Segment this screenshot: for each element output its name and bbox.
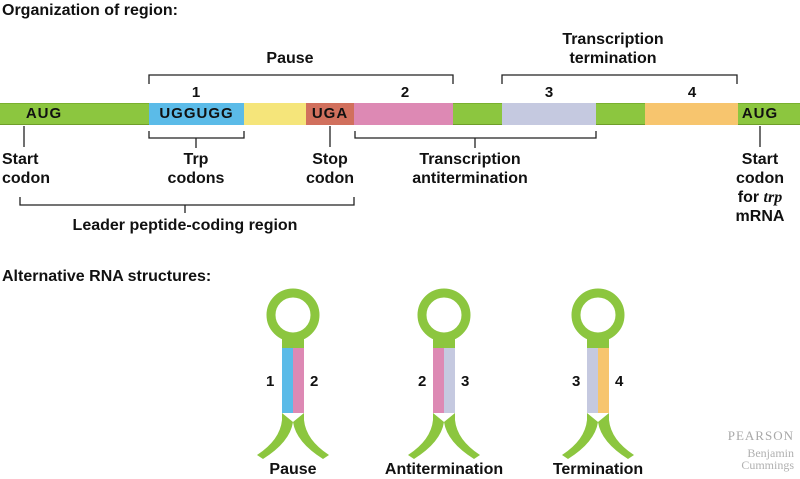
publisher-line-2: Benjamin [747,446,794,460]
termination-left-number: 3 [572,373,581,390]
pause-structure [257,288,329,459]
pause-label: Pause [266,50,314,67]
ugg-label: UGGUGG [159,105,234,122]
antitermination-right-number: 3 [461,373,470,390]
pause-bracket [148,74,454,84]
start-codon-trp-line-2: codon [736,170,784,187]
publisher-name: PEARSON [727,428,794,443]
for-text: for [737,189,764,206]
start-codon-trp-line-3: for trp [724,188,796,207]
leader-peptide-bracket [19,197,355,213]
region-number-4: 4 [687,84,697,101]
start-codon-line-2: codon [2,170,50,187]
start-codon-trp-line-1: Start [741,151,779,168]
pause-left-number: 1 [266,373,275,390]
pause-right-number: 2 [310,373,319,390]
trp-codons-segment [149,103,244,125]
spacer-segment [244,103,306,125]
start-codon-label: Start codon [0,150,50,188]
stop-codon-segment [306,103,354,125]
publisher-line-3: Cummings [741,458,794,472]
publisher-logo: PEARSON Benjamin Cummings [718,428,794,471]
trp-codons-line-2: codons [167,170,225,187]
antitermination-structure [408,288,480,459]
start-codon-line-1: Start [2,151,39,168]
antitermination-bracket [354,131,597,148]
termination-line-1: Transcription [562,31,664,48]
antitermination-line-2: antitermination [412,170,528,187]
aug-left-label: AUG [25,105,63,122]
region-number-3: 3 [544,84,554,101]
region-number-1: 1 [191,84,201,101]
antitermination-structure-label: Antitermination [384,461,504,478]
stop-codon-line-2: codon [306,170,354,187]
stop-codon-label: Stop codon [298,150,362,188]
aug-right-label: AUG [741,105,779,122]
termination-right-number: 4 [615,373,624,390]
transcription-antitermination-label: Transcription antitermination [400,150,540,188]
termination-line-2: termination [569,50,657,67]
termination-structure-label: Termination [552,461,644,478]
trp-codons-line-1: Trp [183,151,209,168]
antitermination-line-1: Transcription [419,151,521,168]
transcription-termination-label: Transcription termination [553,30,673,68]
pause-structure-label: Pause [269,461,317,478]
termination-bracket [501,74,738,84]
region-2-segment [354,103,453,125]
alternative-structures-heading: Alternative RNA structures: [2,268,212,285]
trp-italic-text: trp [763,189,783,206]
region-4-segment [645,103,738,125]
start-codon-trp-line-4: mRNA [735,208,785,225]
region-3-segment [502,103,596,125]
start-codon-trp-label: Start codon for trp mRNA [724,150,796,226]
stop-codon-line-1: Stop [312,151,348,168]
uga-label: UGA [311,105,349,122]
antitermination-left-number: 2 [418,373,427,390]
organization-heading: Organization of region: [2,2,178,19]
trp-codons-bracket [148,131,245,148]
leader-peptide-label: Leader peptide-coding region [72,217,298,234]
termination-structure [562,288,634,459]
trp-codons-label: Trp codons [166,150,226,188]
region-number-2: 2 [400,84,410,101]
